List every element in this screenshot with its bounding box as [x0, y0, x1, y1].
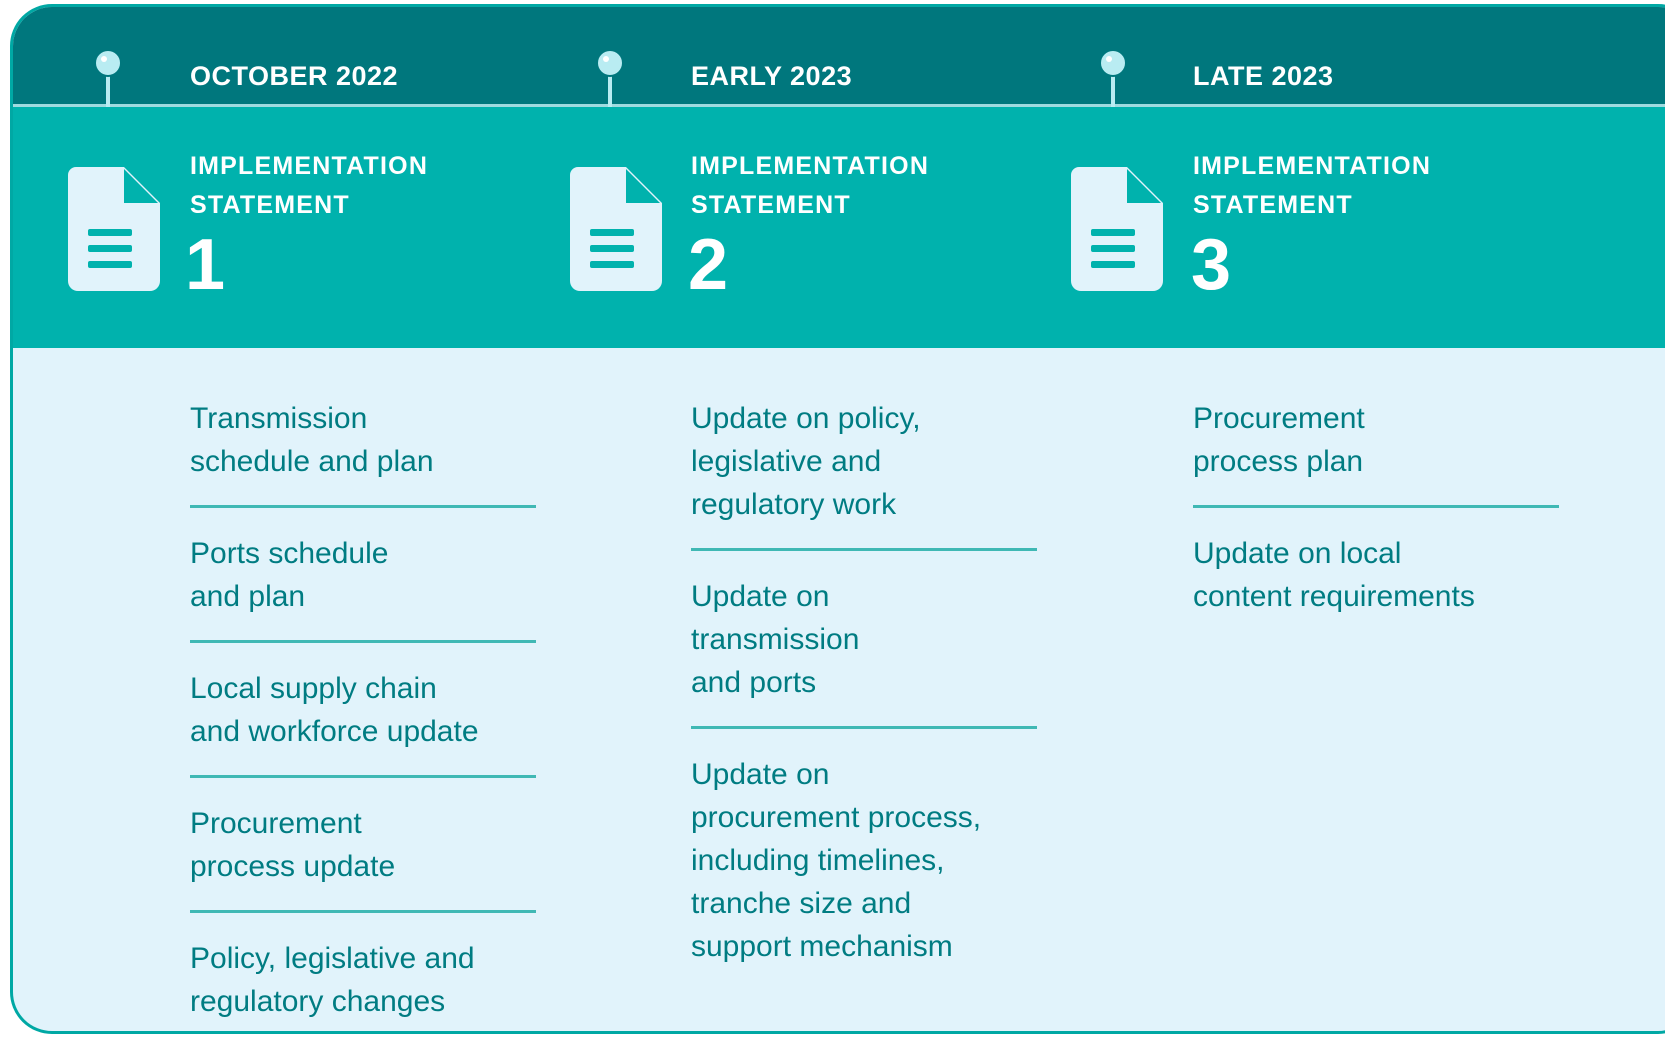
- statement-number: 1: [185, 225, 226, 305]
- list-item: Update on transmission and ports: [691, 575, 1037, 729]
- timeline-pin-icon: [596, 49, 624, 107]
- document-icon: [570, 167, 662, 291]
- statement-band: [13, 105, 1665, 348]
- timeline-pin-icon: [94, 49, 122, 107]
- statement-items: Update on policy, legislative and regula…: [691, 397, 1037, 1014]
- document-icon: [68, 167, 160, 291]
- document-icon: [1071, 167, 1163, 291]
- list-item: Transmission schedule and plan: [190, 397, 536, 508]
- list-item: Update on local content requirements: [1193, 537, 1475, 613]
- statement-label: IMPLEMENTATION STATEMENT: [1193, 152, 1432, 219]
- list-item: Policy, legislative and regulatory chang…: [190, 942, 475, 1018]
- statement-label: IMPLEMENTATION STATEMENT: [190, 152, 429, 219]
- timeline-pin-icon: [1099, 49, 1127, 107]
- statement-items: Transmission schedule and plan Ports sch…: [190, 397, 536, 1031]
- list-item: Ports schedule and plan: [190, 532, 536, 643]
- milestone-date: OCTOBER 2022: [190, 61, 399, 91]
- statement-items: Procurement process plan Update on local…: [1193, 397, 1559, 664]
- milestone-date: LATE 2023: [1193, 61, 1334, 91]
- timeline-column-3: LATE 2023 IMPLEMENTATION STATEMENT 3 Pro…: [1053, 7, 1665, 1031]
- timeline-column-1: OCTOBER 2022 IMPLEMENTATION STATEMENT 1 …: [13, 7, 536, 1031]
- date-band: [13, 7, 1665, 105]
- timeline-card: OCTOBER 2022 IMPLEMENTATION STATEMENT 1 …: [10, 4, 1665, 1034]
- statement-number: 3: [1191, 225, 1232, 305]
- list-item: Procurement process plan: [1193, 397, 1559, 508]
- timeline-line: [13, 104, 1665, 107]
- list-item: Update on procurement process, including…: [691, 758, 982, 963]
- list-item: Update on policy, legislative and regula…: [691, 397, 1037, 551]
- statement-number: 2: [688, 225, 729, 305]
- statement-label: IMPLEMENTATION STATEMENT: [691, 152, 930, 219]
- timeline-column-2: EARLY 2023 IMPLEMENTATION STATEMENT 2 Up…: [533, 7, 1053, 1031]
- list-item: Procurement process update: [190, 802, 536, 913]
- list-item: Local supply chain and workforce update: [190, 667, 536, 778]
- milestone-date: EARLY 2023: [691, 61, 853, 91]
